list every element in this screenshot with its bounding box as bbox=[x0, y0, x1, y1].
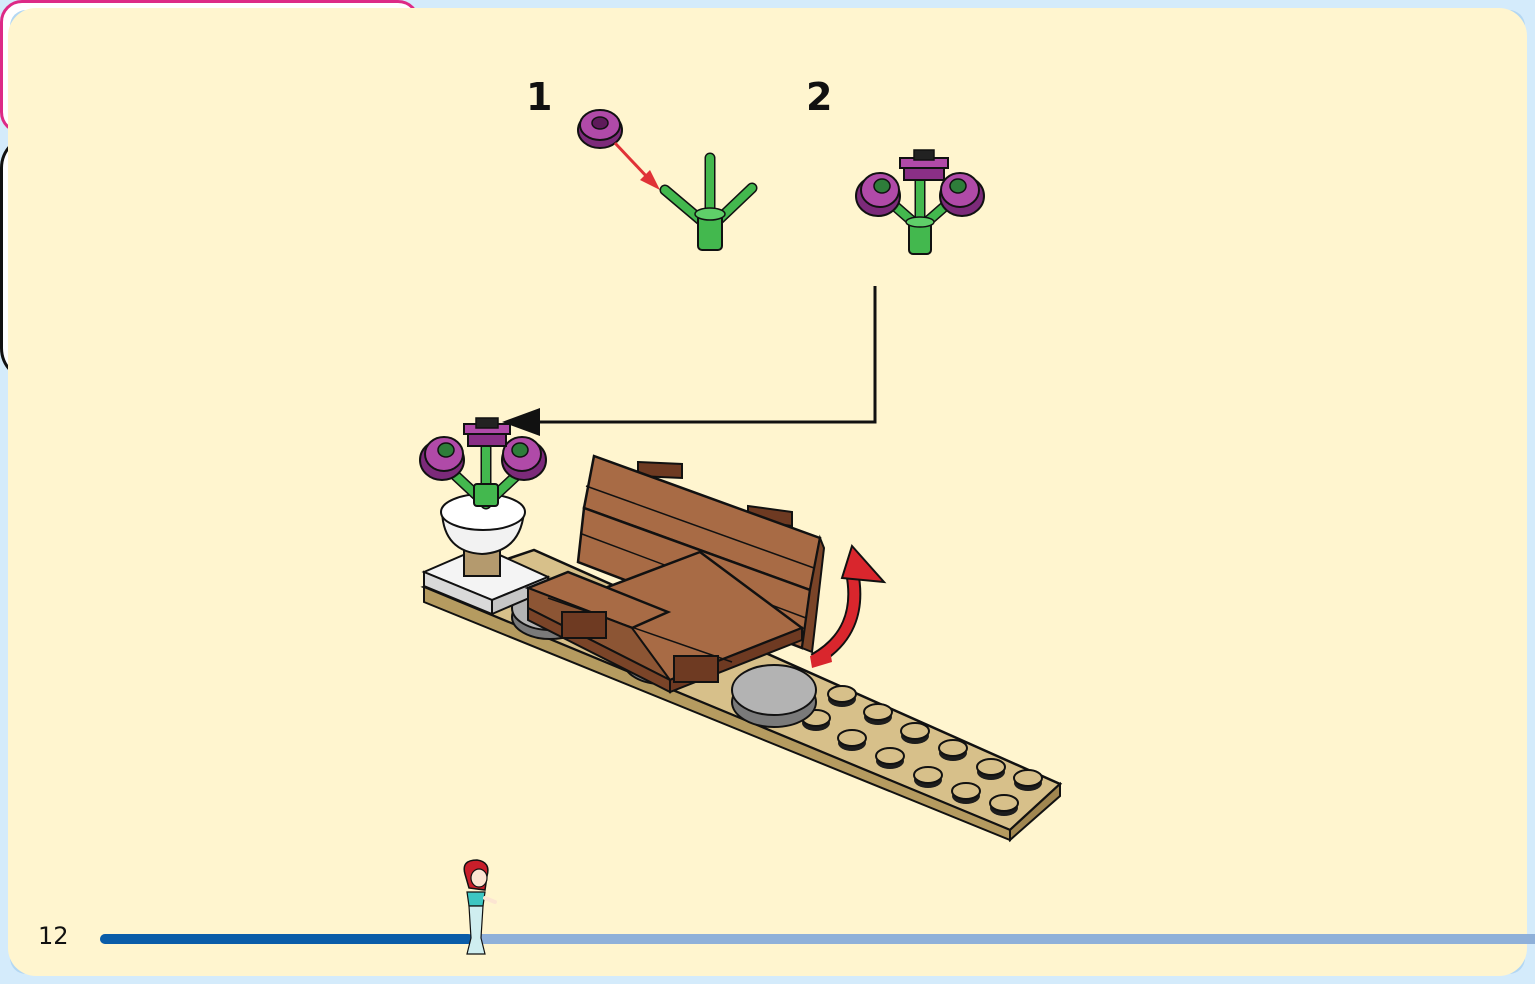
progress-track bbox=[100, 934, 1535, 944]
purple-flower-piece-icon bbox=[855, 172, 901, 217]
purple-flower-piece-icon bbox=[577, 109, 623, 149]
page-number: 12 bbox=[38, 922, 69, 950]
red-rotation-arrow-icon bbox=[810, 544, 887, 668]
callout-connector-line bbox=[502, 286, 877, 436]
sub-assembly-background bbox=[8, 8, 1527, 976]
green-stem-piece-icon bbox=[659, 152, 758, 251]
bench-model-illustration bbox=[419, 417, 1063, 843]
vase-flowers bbox=[419, 417, 547, 510]
sub-assembly-callout bbox=[0, 8, 1527, 976]
plate-studs bbox=[801, 685, 1043, 816]
progress-fill bbox=[100, 934, 474, 944]
sub-step-2-illustration bbox=[855, 149, 985, 255]
sub-step-1-label: 1 bbox=[526, 75, 553, 119]
ariel-minifigure-icon bbox=[463, 859, 498, 955]
red-placement-arrow-icon bbox=[613, 141, 660, 190]
sub-step-2-label: 2 bbox=[806, 75, 833, 119]
sub-step-1-illustration bbox=[577, 109, 758, 251]
purple-flower-piece-icon bbox=[899, 149, 949, 181]
purple-flower-piece-icon bbox=[939, 172, 985, 217]
vase bbox=[440, 493, 526, 577]
wooden-bench bbox=[524, 454, 826, 694]
